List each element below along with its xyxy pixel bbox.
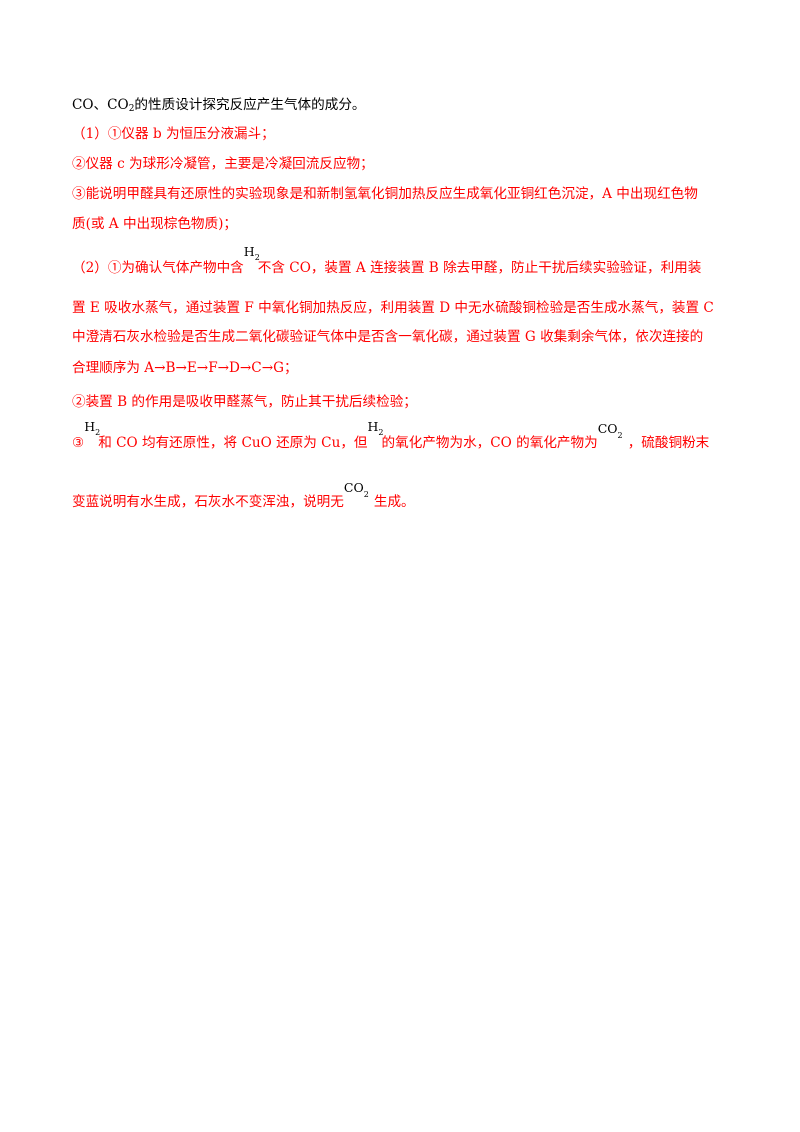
text-line-4: ③能说明甲醛具有还原性的实验现象是和新制氢氧化铜加热反应生成氧化亚铜红色沉淀，A… — [72, 186, 698, 202]
text-line-1: CO、CO2的性质设计探究反应产生气体的成分。 — [72, 97, 366, 114]
text-line-7: 置 E 吸收水蒸气，通过装置 F 中氧化铜加热反应，利用装置 D 中无水硫酸铜检… — [72, 300, 714, 316]
text-line-9: 合理顺序为 A→B→E→F→D→C→G； — [72, 360, 298, 376]
text-line-6: （2）①为确认气体产物中含H2不含 CO，装置 A 连接装置 B 除去甲醛，防止… — [72, 244, 702, 276]
text-line-5: 质(或 A 中出现棕色物质)； — [72, 216, 238, 232]
text-line-3: ②仪器 c 为球形冷凝管，主要是冷凝回流反应物； — [72, 156, 374, 172]
text-run: ②装置 B 的作用是吸收甲醛蒸气，防止其干扰后续检验； — [72, 394, 417, 410]
text-run: ，硫酸铜粉末 — [627, 435, 710, 451]
text-run: ②仪器 c 为球形冷凝管，主要是冷凝回流反应物； — [72, 156, 374, 172]
text-line-10: ②装置 B 的作用是吸收甲醛蒸气，防止其干扰后续检验； — [72, 394, 417, 410]
text-run: 生成。 — [373, 494, 415, 510]
text-run: 的氧化产物为水，CO 的氧化产物为 — [381, 435, 598, 451]
text-run: 质(或 A 中出现棕色物质)； — [72, 216, 238, 232]
text-run: （2）①为确认气体产物中含 — [72, 260, 244, 276]
text-run: CO、CO — [72, 97, 129, 113]
formula-co2: CO2 — [343, 480, 369, 499]
formula-h2: H2 — [367, 419, 384, 437]
formula-h2: H2 — [84, 419, 101, 437]
text-run: ③能说明甲醛具有还原性的实验现象是和新制氢氧化铜加热反应生成氧化亚铜红色沉淀，A… — [72, 186, 698, 202]
text-run: 中澄清石灰水检验是否生成二氧化碳验证气体中是否含一氧化碳，通过装置 G 收集剩余… — [72, 329, 704, 345]
formula-co2: CO2 — [597, 421, 623, 440]
formula-h2: H2 — [243, 244, 260, 262]
text-run: 变蓝说明有水生成，石灰水不变浑浊，说明无 — [72, 494, 344, 510]
text-line-2: （1）①仪器 b 为恒压分液漏斗； — [72, 126, 275, 142]
text-run: 合理顺序为 A→B→E→F→D→C→G； — [72, 360, 298, 376]
text-run: 和 CO 均有还原性，将 CuO 还原为 Cu，但 — [98, 435, 368, 451]
text-run: （1）①仪器 b 为恒压分液漏斗； — [72, 126, 275, 142]
text-run: ③ — [72, 435, 85, 451]
text-line-8: 中澄清石灰水检验是否生成二氧化碳验证气体中是否含一氧化碳，通过装置 G 收集剩余… — [72, 329, 704, 345]
subscript: 2 — [128, 104, 135, 114]
text-line-11: ③H2和 CO 均有还原性，将 CuO 还原为 Cu，但H2的氧化产物为水，CO… — [72, 419, 710, 451]
text-run: 置 E 吸收水蒸气，通过装置 F 中氧化铜加热反应，利用装置 D 中无水硫酸铜检… — [72, 300, 714, 316]
text-run: 的性质设计探究反应产生气体的成分。 — [134, 97, 366, 113]
text-run: 不含 CO，装置 A 连接装置 B 除去甲醛，防止干扰后续实验验证，利用装 — [257, 260, 702, 276]
